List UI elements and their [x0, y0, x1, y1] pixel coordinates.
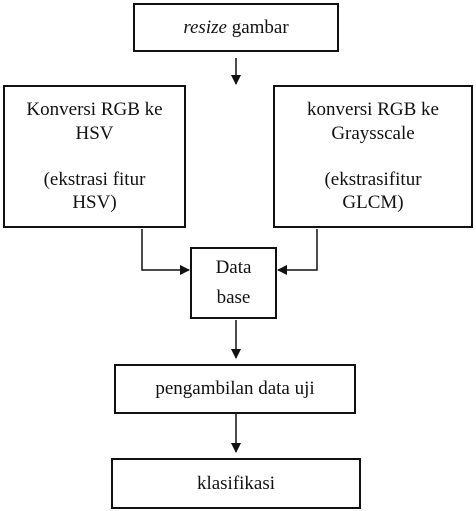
database-line-1: Data: [215, 257, 252, 279]
hsv-line-2: HSV: [75, 122, 114, 144]
klasifikasi-box: klasifikasi: [111, 458, 361, 509]
gray-line-4: GLCM): [342, 192, 404, 214]
arrow-hsv-to-database: [141, 229, 190, 275]
gray-line-2: Graysscale: [331, 122, 415, 144]
resize-gambar-box: resize gambar: [133, 3, 339, 52]
database-box: Data base: [190, 247, 277, 319]
grayscale-conversion-box: konversi RGB ke Graysscale (ekstrasifitu…: [273, 85, 473, 228]
gray-line-1: konversi RGB ke: [307, 99, 439, 120]
resize-emphasis: resize: [183, 16, 227, 38]
gray-line-3: (ekstrasifitur: [324, 168, 422, 190]
pengambilan-data-uji-box: pengambilan data uji: [114, 364, 356, 414]
arrow-gray-to-database: [277, 229, 318, 275]
hsv-line-4: HSV): [72, 192, 117, 214]
database-line-2: base: [216, 287, 251, 308]
hsv-line-3: (ekstrasi fitur: [43, 168, 146, 190]
hsv-line-1: Konversi RGB ke: [26, 99, 163, 120]
hsv-conversion-box: Konversi RGB ke HSV (ekstrasi fitur HSV): [3, 85, 186, 228]
resize-rest: gambar: [231, 16, 289, 38]
